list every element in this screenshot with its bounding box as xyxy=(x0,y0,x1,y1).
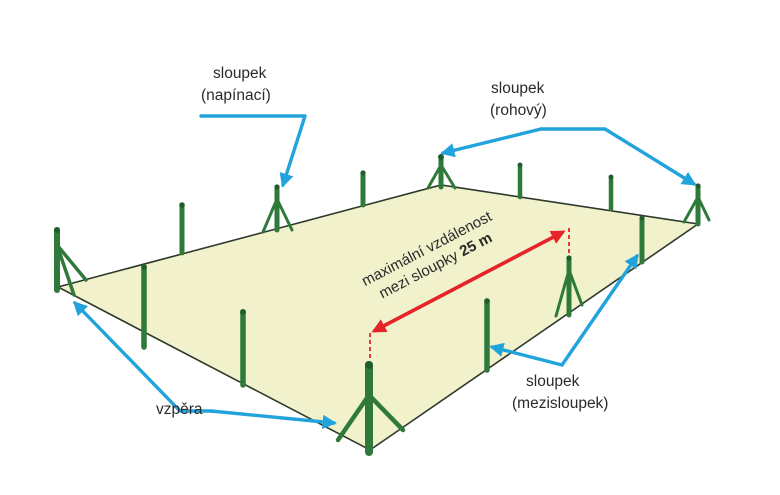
blue-arrow-icon xyxy=(440,127,543,158)
intermediate-post xyxy=(608,174,614,212)
intermediate-post xyxy=(484,298,490,373)
intermediate-post xyxy=(240,309,246,388)
blue-arrow-icon xyxy=(560,253,639,367)
blue-arrow-icon xyxy=(209,409,337,429)
label-tension-post: sloupek (napínací) xyxy=(201,65,271,104)
intermediate-post xyxy=(360,170,366,208)
intermediate-post xyxy=(141,264,147,350)
intermediate-post xyxy=(517,162,523,200)
corner-post-front xyxy=(335,361,406,456)
label-intermediate-post: sloupek (mezisloupek) xyxy=(512,373,608,412)
tension-post xyxy=(261,184,294,234)
label-brace: vzpěra xyxy=(156,401,203,418)
blue-arrow-icon xyxy=(489,342,564,367)
blue-arrow-icon xyxy=(539,127,697,186)
leader-arrows xyxy=(73,114,697,429)
label-line: (napínací) xyxy=(201,87,271,104)
label-line: sloupek xyxy=(526,373,580,390)
intermediate-post xyxy=(639,215,645,265)
label-line: (mezisloupek) xyxy=(512,395,608,412)
front-posts xyxy=(141,215,645,456)
blue-arrow-icon xyxy=(73,300,213,413)
intermediate-post xyxy=(179,202,185,256)
corner-post-right xyxy=(682,183,711,227)
corner-post-left xyxy=(54,227,88,297)
corner-post-far xyxy=(426,154,457,190)
blue-arrow-icon xyxy=(199,114,307,188)
label-line: (rohový) xyxy=(490,102,547,119)
label-line: sloupek xyxy=(491,80,545,97)
red-double-arrow-icon xyxy=(371,230,566,333)
label-corner-post: sloupek (rohový) xyxy=(490,80,547,119)
label-line: sloupek xyxy=(213,65,267,82)
